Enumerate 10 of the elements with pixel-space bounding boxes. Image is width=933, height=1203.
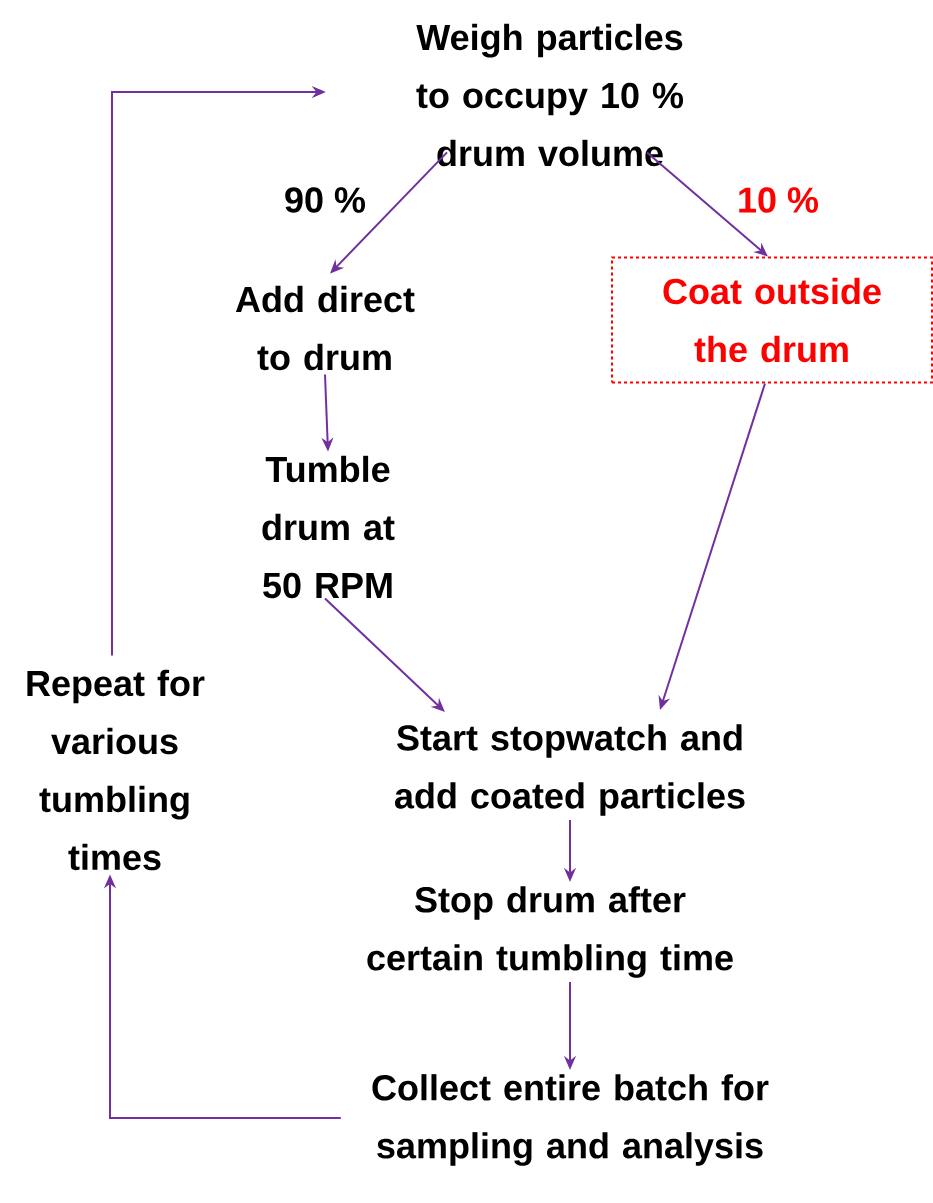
process-step: Add direct to drum xyxy=(235,285,415,371)
process-step: Weigh particles to occupy 10 % drum volume xyxy=(416,23,684,167)
edge-label: 10 % xyxy=(734,185,822,215)
process-step: Collect entire batch for sampling and analysis xyxy=(372,1074,769,1166)
process-step: Tumble drum at 50 RPM xyxy=(262,455,395,599)
process-step: Stop drum after certain tumbling time xyxy=(367,886,733,978)
process-step: Repeat for various tumbling times xyxy=(27,669,205,871)
dashed-process-box: Coat outside the drum xyxy=(611,256,933,384)
process-step: Start stopwatch and add coated particles xyxy=(395,724,745,816)
edge-label: 90 % xyxy=(281,185,369,215)
